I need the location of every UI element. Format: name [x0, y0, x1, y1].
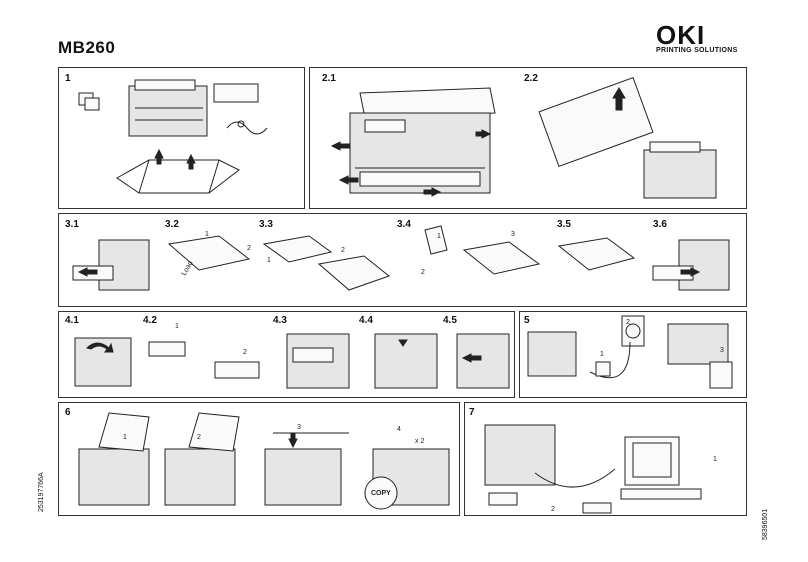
callout-6-3: 3 [297, 424, 301, 431]
callout-6-x2: x 2 [415, 438, 424, 445]
step-label-7: 7 [469, 407, 475, 418]
callout-5-2: 2 [626, 319, 630, 326]
brand-tagline: PRINTING SOLUTIONS [656, 47, 738, 54]
step-label-3-6: 3.6 [653, 219, 667, 230]
callout-3-2-1: 1 [205, 231, 209, 238]
remove-tape-illustration [330, 77, 717, 199]
document-code-left: 253197766A [38, 472, 45, 512]
callout-4-2-1: 1 [175, 323, 179, 330]
step-label-3-5: 3.5 [557, 219, 571, 230]
callout-3-3-1: 1 [267, 257, 271, 264]
callout-7-2: 2 [551, 506, 555, 513]
panel-paper-tray: 3.1 3.2 3.3 3.4 3.5 3.6 1 2 Load 1 2 1 2… [58, 213, 747, 307]
oki-logo: OKI PRINTING SOLUTIONS [656, 22, 742, 54]
panel-toner: 4.1 4.2 4.3 4.4 4.5 1 2 [58, 311, 515, 398]
step-label-3-2: 3.2 [165, 219, 179, 230]
copy-key-label: COPY [371, 490, 391, 497]
callout-5-1: 1 [600, 351, 604, 358]
usb-connect-illustration: 1 2 [484, 424, 717, 514]
load-mark: Load [181, 260, 195, 277]
callout-3-4-1: 1 [437, 233, 441, 240]
callout-3-2-2: 2 [247, 245, 251, 252]
step-label-3-1: 3.1 [65, 219, 79, 230]
callout-6-4: 4 [397, 426, 401, 433]
step-label-2-2: 2.2 [524, 73, 538, 84]
callout-7-1: 1 [713, 456, 717, 463]
panel-power: 5 1 2 3 [519, 311, 747, 398]
copy-test-illustration: 1 2 3 4 x 2 COPY [78, 412, 450, 510]
callout-4-2-2: 2 [243, 349, 247, 356]
panel-copy-test: 6 1 2 3 4 x 2 COPY [58, 402, 460, 516]
step-label-3-4: 3.4 [397, 219, 411, 230]
step-label-4-4: 4.4 [359, 315, 373, 326]
callout-3-4-3: 3 [511, 231, 515, 238]
callout-3-3-2: 2 [341, 247, 345, 254]
callout-5-3: 3 [720, 347, 724, 354]
toner-illustration: 1 2 [74, 323, 510, 389]
step-label-4-1: 4.1 [65, 315, 79, 326]
callout-6-1: 1 [123, 434, 127, 441]
step-label-6: 6 [65, 407, 71, 418]
step-label-3-3: 3.3 [259, 219, 273, 230]
brand-wordmark: OKI [656, 20, 706, 50]
document-code-right: 58396501 [762, 508, 769, 540]
step-label-2-1: 2.1 [322, 73, 336, 84]
step-label-4-2: 4.2 [143, 315, 157, 326]
paper-tray-illustration: 1 2 Load 1 2 1 2 3 [72, 225, 730, 291]
model-title: MB260 [58, 38, 116, 57]
step-label-4-3: 4.3 [273, 315, 287, 326]
panel-unpack: 1 [58, 67, 305, 209]
callout-3-4-2: 2 [421, 269, 425, 276]
step-label-1: 1 [65, 73, 71, 84]
step-label-4-5: 4.5 [443, 315, 457, 326]
power-illustration: 1 2 3 [527, 315, 733, 389]
panel-usb-connect: 7 1 2 [464, 402, 747, 516]
unpack-illustration [78, 79, 268, 194]
step-label-5: 5 [524, 315, 530, 326]
panel-remove-tape: 2.1 2.2 [309, 67, 747, 209]
callout-6-2: 2 [197, 434, 201, 441]
